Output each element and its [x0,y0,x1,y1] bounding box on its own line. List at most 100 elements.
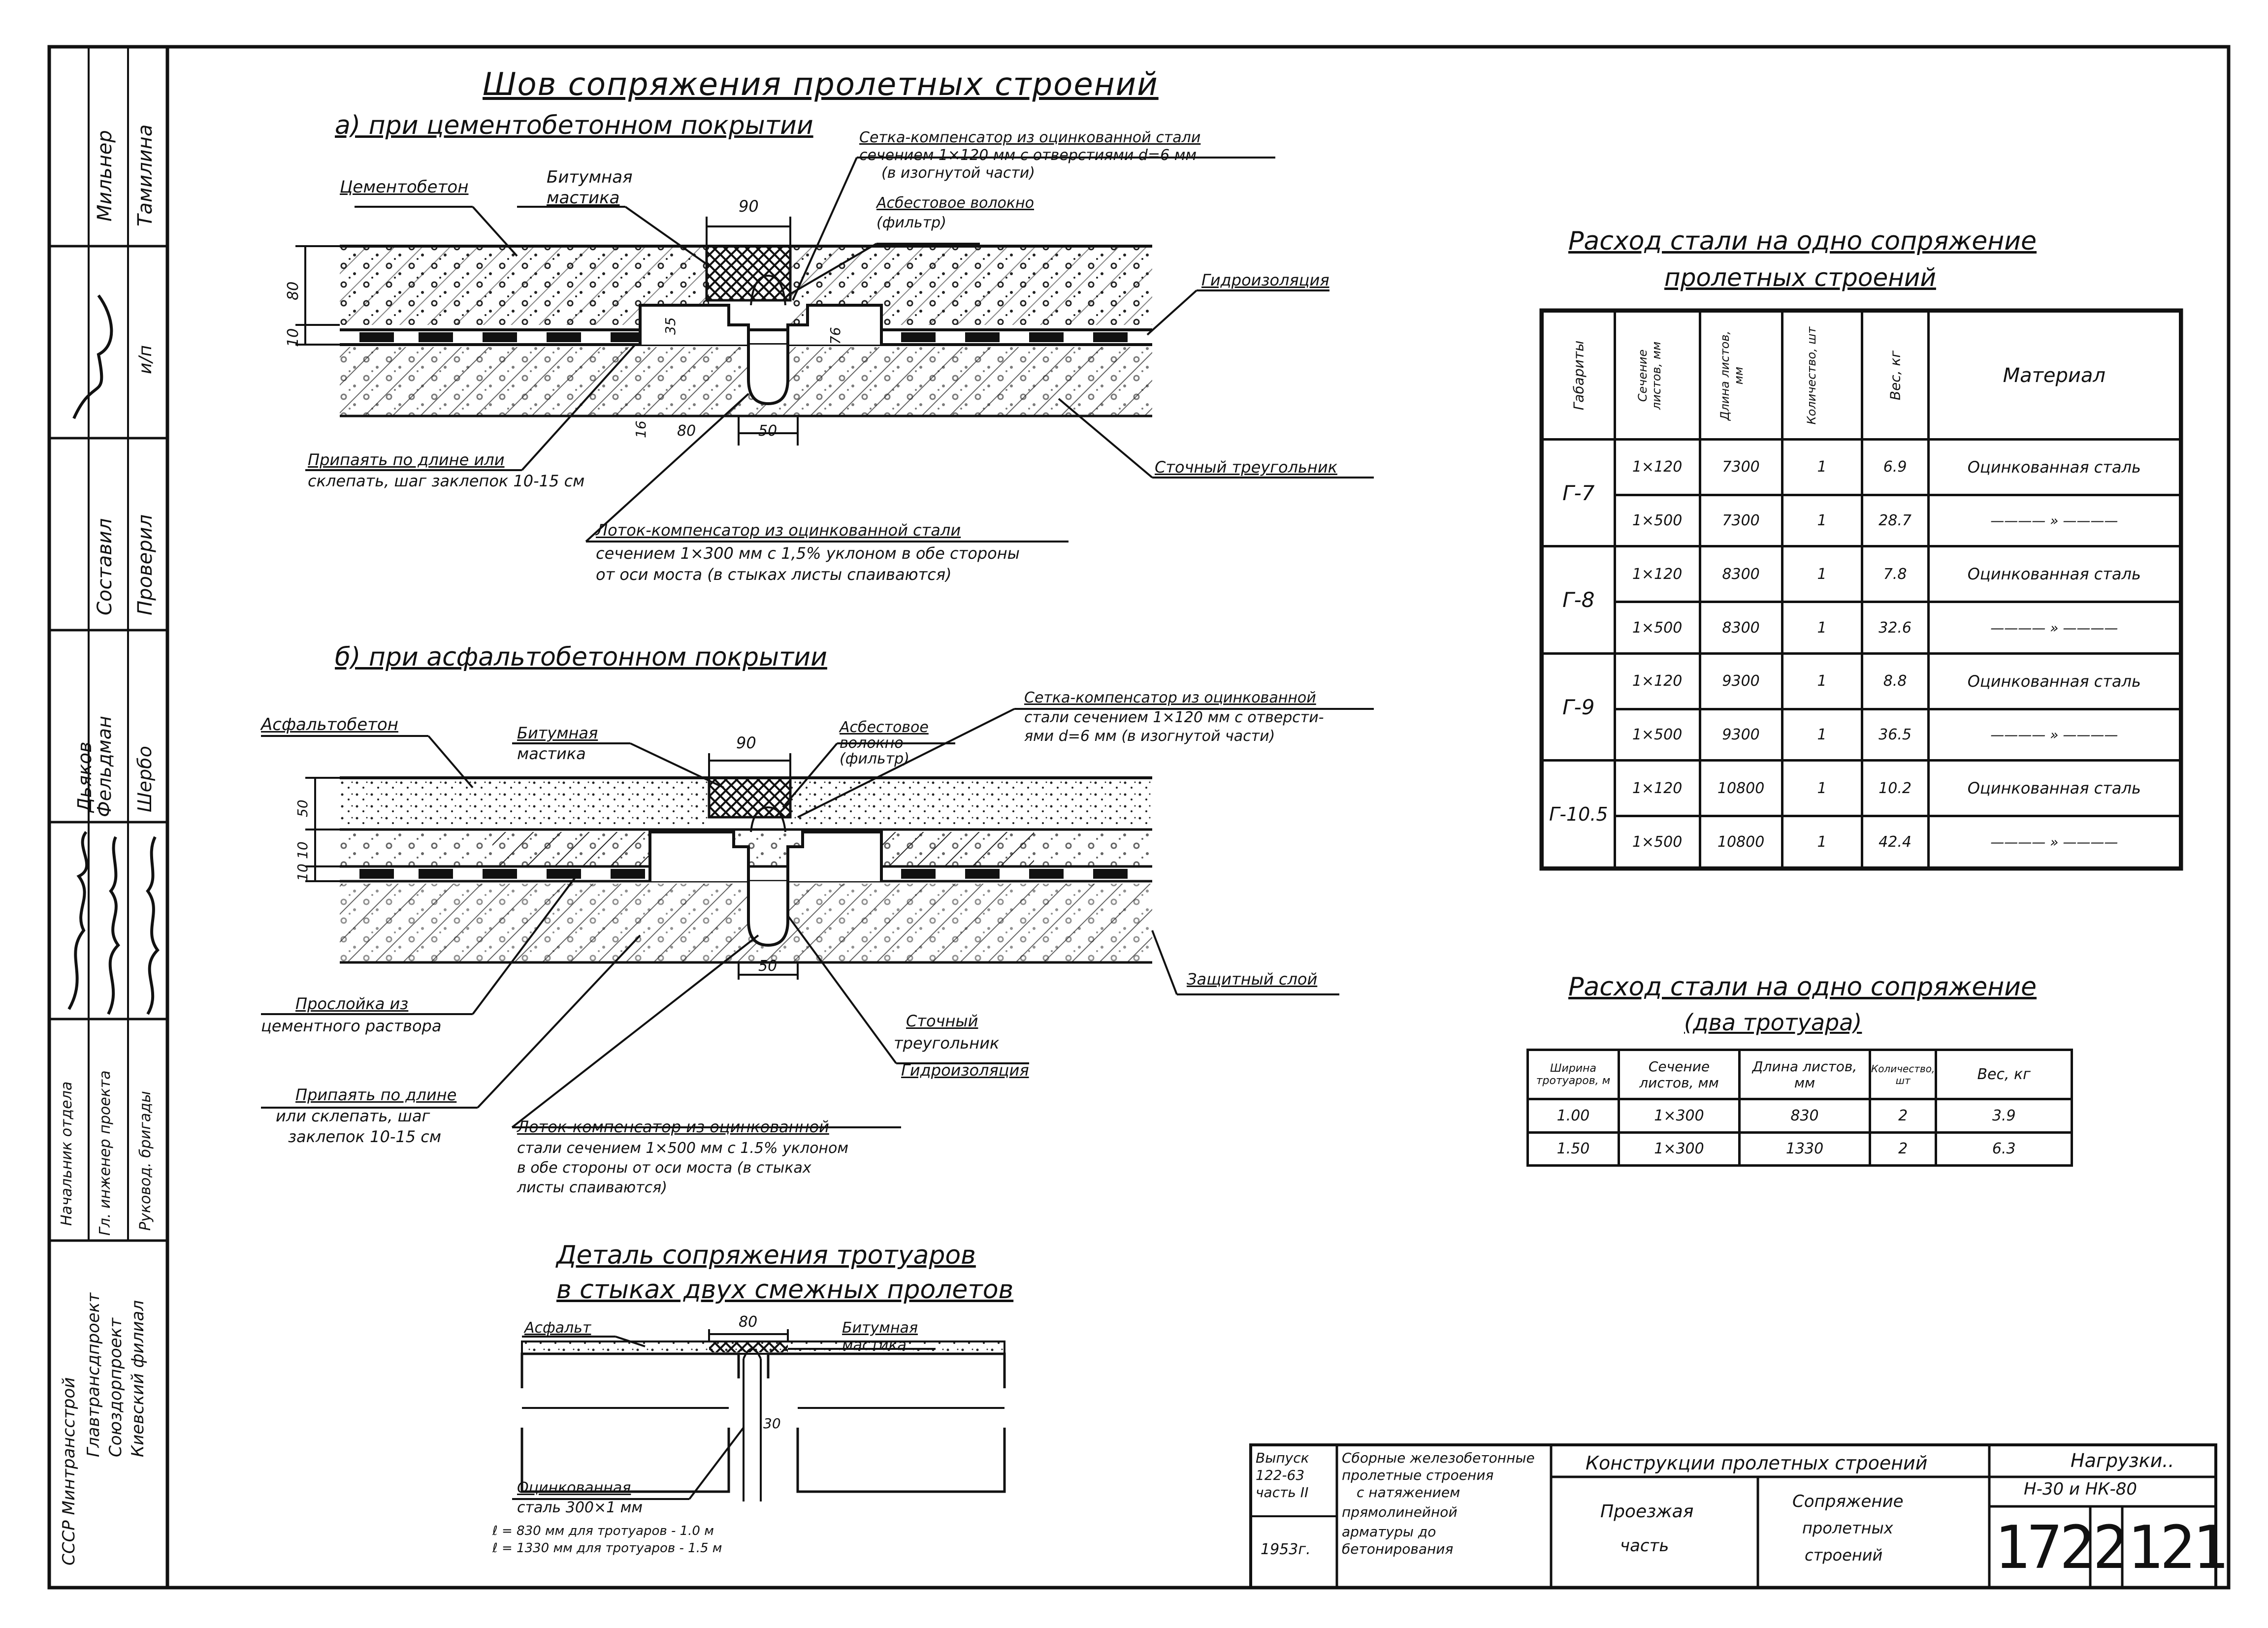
label-mesh-b3: ями d=6 мм (в изогнутой части) [1024,728,1275,745]
label-drain-b1: Сточный [906,1012,978,1030]
dim-a-16: 16 [633,420,649,438]
label-asbest-b1: Асбестовое [840,719,929,736]
dim-b-50: 50 [758,958,778,975]
tb-subject-3: строений [1805,1546,1883,1564]
tb-sheet-num-3: 121 [2127,1514,2228,1582]
dim-b-90: 90 [736,734,756,752]
label-asbest-b2: волокно [840,734,904,752]
label-tray-b4: листы спаиваются) [517,1179,667,1196]
table1-cell: 1×500 [1613,601,1701,655]
table1-cell: 1 [1781,759,1863,818]
table2-title-2: (два тротуара) [1684,1009,1862,1036]
table1-cell: 8.8 [1860,652,1930,710]
detail-heading-2: в стыках двух смежных пролетов [556,1275,1014,1305]
table1-cell: 8300 [1698,545,1783,604]
dim-a-35: 35 [662,317,679,335]
table1-cell: 10800 [1698,815,1783,869]
table2-cell: 830 [1738,1098,1871,1134]
table1-gabarit: Г-9 [1541,652,1616,762]
table1-col-length: Длина листов, мм [1698,310,1783,441]
tb-desc-3: с натяжением [1357,1484,1460,1500]
label-waterproof-b: Гидроизоляция [901,1061,1029,1080]
label-asphalt: Асфальтобетон [261,715,398,734]
stamp-role-chief-eng: Гл. инженер проекта [97,1070,114,1236]
table1-row: Г-8 1×120 8300 1 7.8 Оцинкованная сталь [1541,545,2182,655]
table2-cell: 1×300 [1618,1098,1741,1134]
label-tray-a1: Лоток-компенсатор из оцинкованной стали [596,521,961,540]
table2-col-length: Длина листов, мм [1738,1049,1871,1100]
table1-cell: 7300 [1698,493,1783,548]
detail-bitumen-1: Битумная [842,1319,918,1337]
label-solder-a1: Припаять по длине или [308,450,505,469]
table1-row: 1×500 7300 1 28.7 ———— » ———— [1543,493,2182,548]
label-tray-a3: от оси моста (в стыках листы спаиваются) [596,565,952,584]
table2: Ширина тротуаров, м Сечение листов, мм Д… [1526,1049,2073,1167]
label-mesh-b2: стали сечением 1×120 мм с отверсти- [1024,709,1324,726]
stamp-name-dyakov: Дьяков [74,741,96,812]
table2-cell: 2 [1868,1098,1938,1134]
table1-cell: 1×120 [1613,438,1701,496]
label-bitumen-b1: Битумная [517,724,598,742]
label-mesh-a3: (в изогнутой части) [881,164,1035,182]
dim-a-90: 90 [739,197,759,216]
table1-col-gabarit: Габариты [1541,310,1616,441]
tb-subject-1: Сопряжение [1792,1492,1904,1511]
label-cement: Цементобетон [340,177,469,197]
tb-year: 1953г. [1261,1541,1311,1558]
dim-a-76: 76 [827,327,843,345]
stamp-role-brigade: Руковод. бригады [137,1091,154,1231]
stamp-role-head: Начальник отдела [58,1081,75,1226]
label-solder-a2: склепать, шаг заклепок 10-15 см [308,472,585,490]
table1-cell: Оцинкованная сталь [1927,438,2182,496]
stamp-org-3: Союздорпроект [106,1317,126,1457]
table1-cell: 1 [1781,815,1863,869]
detail-bitumen-2: мастика [842,1337,907,1354]
dim-a-80: 80 [285,281,302,300]
table1-cell: 28.7 [1860,493,1930,548]
table1-col-material: Материал [1927,310,2182,441]
tb-sheet-num-1: 172 [1994,1514,2095,1582]
table2-col-count: Количество, шт [1868,1049,1938,1100]
table2-col-width: Ширина тротуаров, м [1526,1049,1620,1100]
detail-dim-80: 80 [739,1313,758,1331]
label-tray-b1: Лоток-компенсатор из оцинкованной [517,1117,829,1136]
stamp-name-sherbo: Шербо [134,746,156,812]
table1-cell: 10800 [1698,759,1783,818]
table1-cell: 42.4 [1860,815,1930,869]
table1-row: Г-10.5 1×120 10800 1 10.2 Оцинкованная с… [1541,759,2182,869]
table2-col-section: Сечение листов, мм [1618,1049,1741,1100]
detail-note-2: ℓ = 1330 мм для тротуаров - 1.5 м [492,1541,722,1556]
table1-cell: 1 [1781,601,1863,655]
label-layer-b2: цементного раствора [261,1017,442,1035]
detail-dim-30: 30 [763,1415,781,1432]
table1-cell: ———— » ———— [1927,707,2182,762]
table1-cell: ———— » ———— [1927,601,2182,655]
label-mesh-b1: Сетка-компенсатор из оцинкованной [1024,689,1316,706]
label-protect-b: Защитный слой [1187,970,1318,989]
section-a-heading: а) при цементобетонном покрытии [335,111,813,140]
table1: Габариты Сечение листов, мм Длина листов… [1541,310,2182,869]
table1-col-count: Количество, шт [1781,310,1863,441]
table1-cell: 1 [1781,545,1863,604]
table2-cell: 2 [1868,1131,1938,1167]
table1-row: 1×500 8300 1 32.6 ———— » ———— [1543,601,2182,655]
tb-issue-2: 122-63 [1256,1467,1305,1483]
tb-part-1: Проезжая [1600,1501,1694,1522]
table2-cell: 3.9 [1935,1098,2073,1134]
table1-cell: 1×500 [1613,815,1701,869]
table1-row: 1×500 10800 1 42.4 ———— » ———— [1543,815,2182,869]
detail-asphalt: Асфальт [524,1319,591,1337]
table1-cell: 1×120 [1613,545,1701,604]
table2-header-row: Ширина тротуаров, м Сечение листов, мм Д… [1526,1049,2073,1100]
stamp-org-1: СССР Минтрансстрой [59,1377,79,1565]
table1-cell: 1×500 [1613,493,1701,548]
table1-cell: 1×120 [1613,652,1701,710]
stamp-org-2: Главтрансдпроект [84,1292,103,1457]
label-mesh-a2: сечением 1×120 мм с отверстиями d=6 мм [859,147,1197,164]
table1-gabarit: Г-10.5 [1541,759,1616,869]
table1-cell: 36.5 [1860,707,1930,762]
dim-b-10a: 10 [294,841,311,859]
stamp-name-feldman: Фельдман [94,716,115,817]
stamp-name-tamilina: Тамилина [134,124,157,226]
